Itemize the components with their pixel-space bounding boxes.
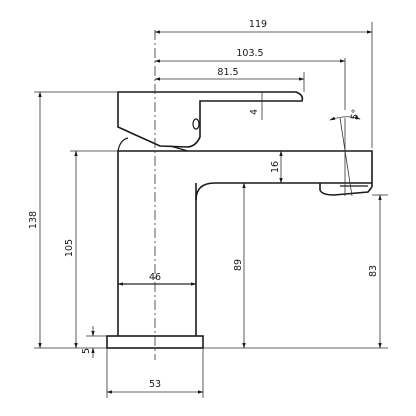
spout-thickness-dimension: 16 <box>270 150 283 184</box>
width-dimensions: 46 53 <box>106 272 204 398</box>
lever-handle <box>117 91 304 148</box>
top-dimensions: 119 103.5 81.5 <box>154 19 373 148</box>
lever-lower-edge <box>117 126 161 147</box>
right-dimensions: 89 83 <box>203 182 388 349</box>
dim-label-body-height: 105 <box>64 239 75 257</box>
lever-collar <box>169 145 189 152</box>
dim-label-spout-underside-height: 89 <box>233 259 244 271</box>
dim-label-body-width: 46 <box>149 272 161 283</box>
dim-label-spout-thickness: 16 <box>270 161 281 173</box>
dim-label-overall-height: 138 <box>28 211 39 229</box>
left-dimensions: 138 105 5 <box>28 91 118 358</box>
angle-arc <box>329 115 361 121</box>
cartridge-dome <box>117 137 129 152</box>
angle-reference-inclined <box>339 117 353 197</box>
dim-label-base-thickness: 5 <box>81 348 92 354</box>
dim-label-outlet-height: 83 <box>368 265 379 277</box>
spout-top <box>117 150 373 187</box>
dim-label-base-width: 53 <box>149 379 161 390</box>
dim-label-lever-height: 4 <box>249 109 260 115</box>
lever-pivot <box>192 118 200 130</box>
dim-label-overall-length: 119 <box>249 19 267 30</box>
dim-label-spout-reach: 103.5 <box>236 48 263 59</box>
dim-label-lever-length: 81.5 <box>217 67 238 78</box>
spout-outlet <box>319 183 373 196</box>
dim-label-spout-angle: 5° <box>349 108 362 121</box>
spout-angle-dimension: 5° <box>329 108 362 197</box>
lever-thickness-dimension: 4 <box>249 92 263 120</box>
tap-outline <box>106 91 373 349</box>
spout-underside <box>195 182 372 201</box>
